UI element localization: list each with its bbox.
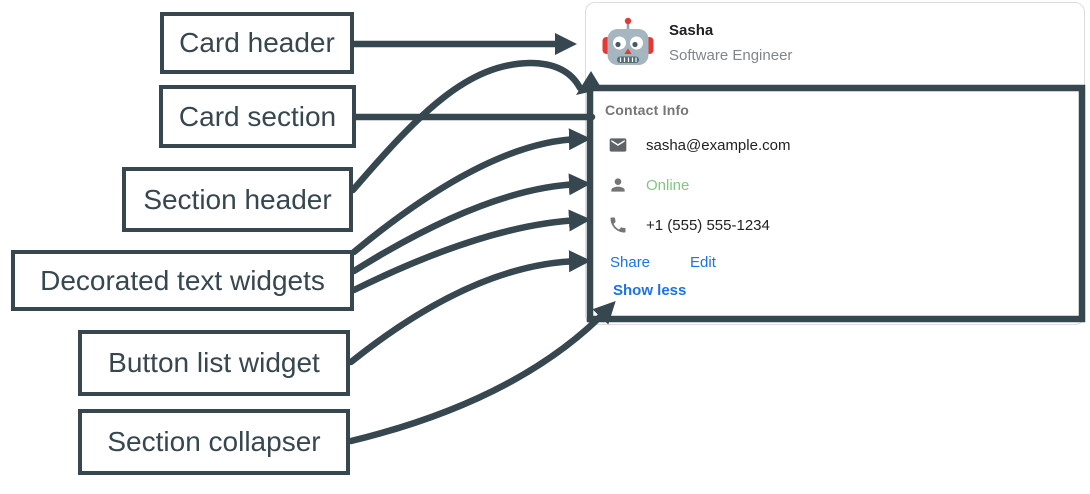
email-icon xyxy=(609,138,627,152)
edit-button[interactable]: Edit xyxy=(690,254,716,271)
section-collapser-arrow xyxy=(347,301,616,445)
email-text: sasha@example.com xyxy=(646,136,791,154)
section-collapser-button[interactable]: Show less xyxy=(613,282,687,299)
label-card-header: Card header xyxy=(160,12,354,74)
section-header-arrow xyxy=(349,59,584,194)
label-section-collapser: Section collapser xyxy=(78,409,350,475)
section-header: Contact Info xyxy=(605,102,690,118)
decorated-text-arrow-phone xyxy=(350,209,592,294)
decorated-text-phone: +1 (555) 555-1234 xyxy=(608,215,770,235)
label-card-section: Card section xyxy=(159,85,356,148)
decorated-text-arrow-email xyxy=(350,128,592,256)
decorated-text-status: Online xyxy=(608,175,689,195)
phone-text: +1 (555) 555-1234 xyxy=(646,216,770,234)
card-subtitle: Software Engineer xyxy=(669,47,793,64)
card-title: Sasha xyxy=(669,22,714,39)
decorated-text-arrow-status xyxy=(350,173,592,275)
label-section-header: Section header xyxy=(122,167,353,232)
label-decorated-text-widgets: Decorated text widgets xyxy=(11,250,354,311)
card-header-text: Sasha Software Engineer xyxy=(669,22,792,64)
button-list: Share Edit xyxy=(610,254,716,271)
card-header: Sasha Software Engineer xyxy=(601,16,792,70)
share-button[interactable]: Share xyxy=(610,254,651,271)
robot-avatar-icon xyxy=(602,17,654,65)
contact-card: Sasha Software Engineer Contact Info sas… xyxy=(585,2,1085,325)
person-icon xyxy=(611,178,625,192)
label-button-list-widget: Button list widget xyxy=(78,330,350,396)
phone-icon xyxy=(610,217,626,233)
button-list-arrow xyxy=(347,250,592,366)
decorated-text-email: sasha@example.com xyxy=(608,135,790,155)
status-text: Online xyxy=(646,176,690,194)
